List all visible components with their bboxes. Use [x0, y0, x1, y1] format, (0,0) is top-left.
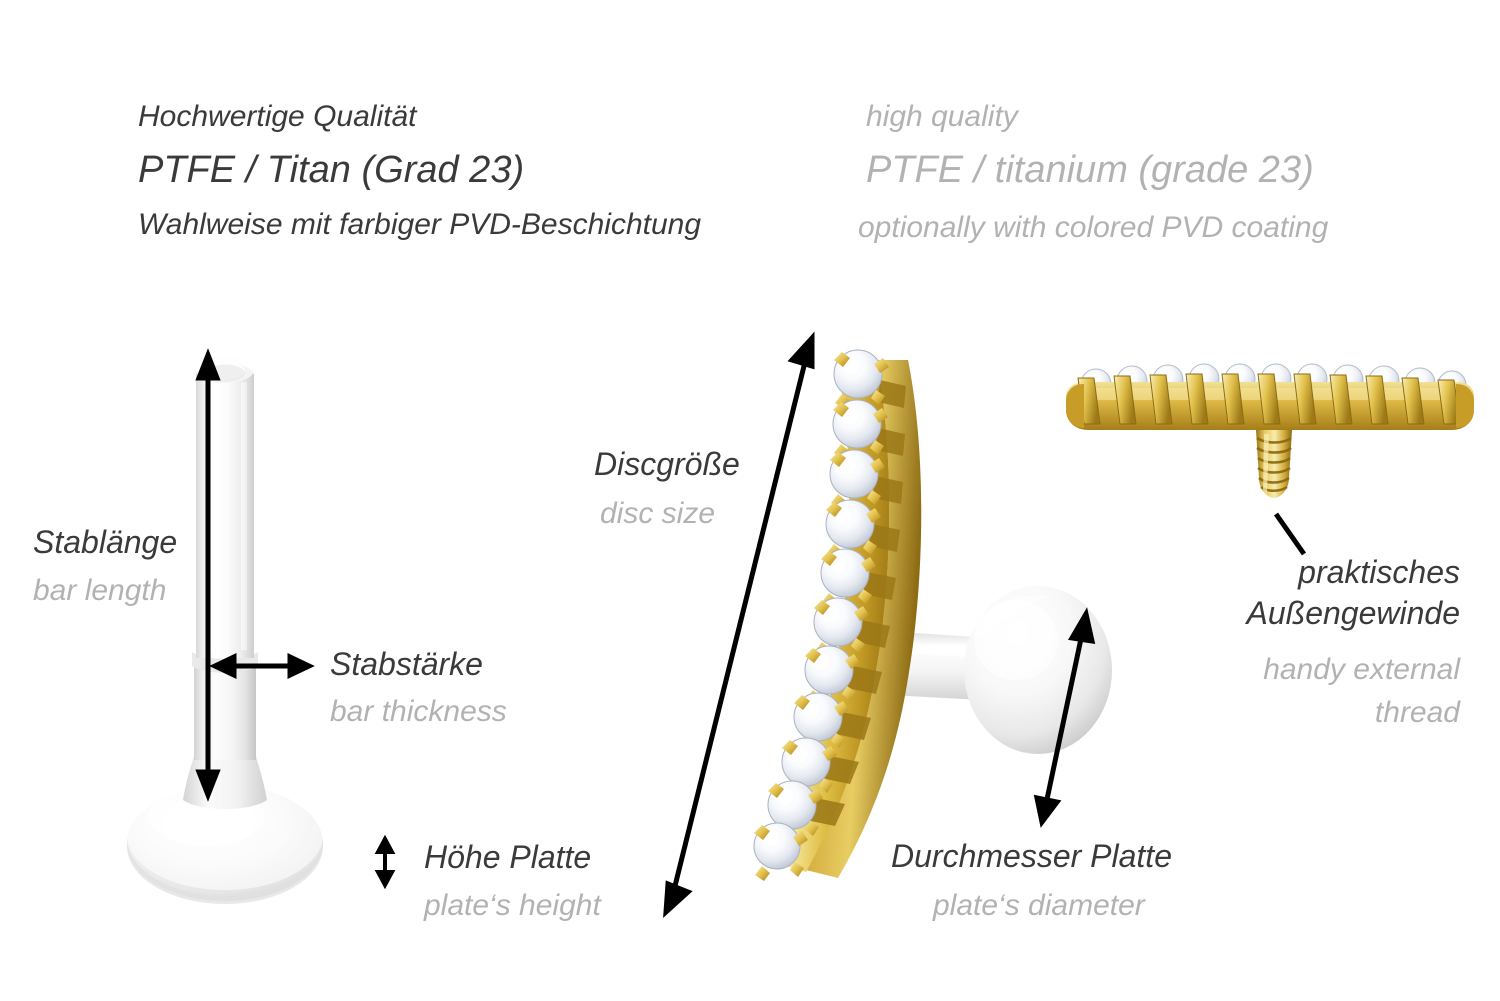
bar-length-arrow — [188, 348, 232, 802]
plate-diameter-label-en: plate‘s diameter — [933, 889, 1145, 922]
disc-size-label-de: Discgröße — [594, 446, 740, 482]
plate-diameter-label-de: Durchmesser Platte — [891, 838, 1172, 874]
bar-length-label-en: bar length — [33, 574, 167, 607]
disc-size-label-en: disc size — [600, 497, 716, 530]
crystal-row — [753, 349, 889, 881]
disc-size-arrow — [640, 330, 840, 920]
bar-thickness-label-de: Stabstärke — [330, 646, 483, 682]
bar-thickness-arrow — [209, 648, 315, 684]
gold-prong-notches — [806, 380, 906, 826]
plate-height-label-en: plate‘s height — [424, 889, 601, 922]
external-thread-label-de-line1: praktisches — [1298, 554, 1460, 590]
header-english-line2: PTFE / titanium (grade 23) — [866, 149, 1314, 191]
bar-thickness-label-en: bar thickness — [330, 695, 507, 728]
header-german-line2: PTFE / Titan (Grad 23) — [138, 149, 525, 191]
header-german-line3: Wahlweise mit farbiger PVD-Beschichtung — [138, 208, 702, 241]
plate-diameter-arrow — [1020, 607, 1110, 828]
header-english-line3: optionally with colored PVD coating — [858, 211, 1329, 244]
ptfe-labret-illustration — [120, 330, 420, 910]
external-thread-label-en-line1: handy external — [1263, 653, 1460, 686]
plate-height-arrow — [372, 834, 398, 890]
plate-height-label-de: Höhe Platte — [424, 839, 592, 875]
thread-leader-line — [1272, 510, 1316, 560]
external-thread-label-de-line2: Außengewinde — [1246, 595, 1460, 631]
external-thread-label-en-line2: thread — [1374, 696, 1460, 729]
external-thread-post — [1256, 430, 1292, 498]
bar-length-label-de: Stablänge — [33, 524, 178, 560]
header-german-line1: Hochwertige Qualität — [138, 100, 417, 133]
header-english-line1: high quality — [866, 100, 1018, 133]
prong-teeth — [1077, 373, 1461, 425]
external-thread-illustration — [1060, 352, 1480, 532]
